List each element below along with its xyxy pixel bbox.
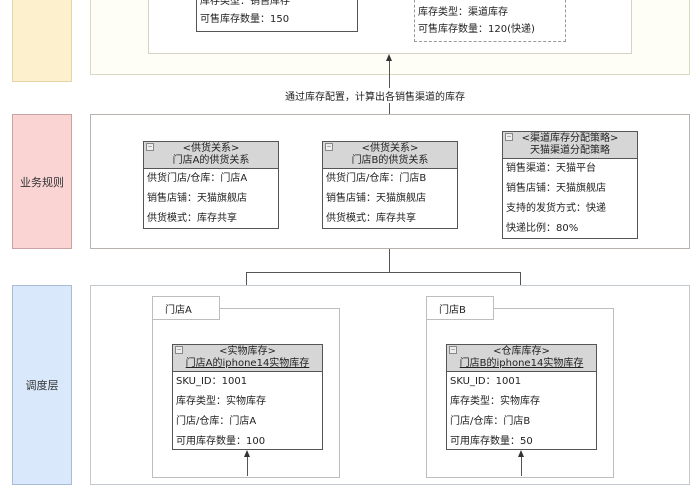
node-row: 销售店铺：天猫旗舰店 — [147, 193, 247, 204]
arrow-up-icon — [386, 54, 392, 61]
connector-line — [247, 456, 248, 476]
supply-relation-a-node[interactable]: − <供货关系> 门店A的供货关系 供货门店/仓库：门店A 销售店铺：天猫旗舰店… — [143, 141, 279, 229]
sales-inventory-node[interactable]: 库存类型：销售库存 可售库存数量：150 — [196, 0, 358, 32]
lane-sales-layer — [12, 0, 72, 82]
lane-scheduling: 调度层 — [12, 285, 72, 485]
node-row: 可售库存数量：150 — [200, 14, 290, 25]
lane-business-rules: 业务规则 — [12, 114, 72, 249]
node-row: 供货模式：库存共享 — [147, 213, 237, 224]
node-stereotype: <仓库库存> — [493, 346, 550, 357]
store-b-inventory-node[interactable]: − <仓库库存> 门店B的iphone14实物库存 SKU_ID：1001 库存… — [446, 344, 597, 450]
collapse-icon[interactable]: − — [146, 143, 154, 151]
node-header: − <供货关系> 门店A的供货关系 — [144, 142, 278, 169]
store-b-tab[interactable]: 门店B — [426, 296, 494, 320]
node-title: 门店B的供货关系 — [351, 155, 429, 166]
node-row: 库存类型：实物库存 — [450, 396, 540, 407]
node-row: 门店/仓库：门店B — [450, 416, 531, 427]
connector-line — [389, 249, 390, 272]
node-header: − <实物库存> 门店A的iphone14实物库存 — [173, 345, 322, 372]
node-stereotype: <实物库存> — [219, 346, 276, 357]
collapse-icon[interactable]: − — [449, 346, 457, 354]
node-row: 销售渠道：天猫平台 — [506, 163, 596, 174]
node-header: − <仓库库存> 门店B的iphone14实物库存 — [447, 345, 596, 372]
arrow-up-icon — [244, 450, 250, 457]
connector-line — [521, 456, 522, 476]
node-title: 门店B的iphone14实物库存 — [459, 358, 584, 369]
connector-line — [389, 60, 390, 114]
node-header: − <渠道库存分配策略> 天猫渠道分配策略 — [503, 132, 637, 159]
node-row: 供货模式：库存共享 — [326, 213, 416, 224]
node-row: 供货门店/仓库：门店A — [147, 173, 248, 184]
node-row: 供货门店/仓库：门店B — [326, 173, 427, 184]
connector-line — [246, 272, 521, 273]
node-row: 可用库存数量：100 — [176, 436, 266, 447]
node-title: 天猫渠道分配策略 — [530, 145, 610, 156]
collapse-icon[interactable]: − — [505, 133, 513, 141]
collapse-icon[interactable]: − — [325, 143, 333, 151]
store-tab-label: 门店B — [439, 304, 466, 316]
node-row: SKU_ID：1001 — [176, 376, 248, 387]
store-a-inventory-node[interactable]: − <实物库存> 门店A的iphone14实物库存 SKU_ID：1001 库存… — [172, 344, 323, 450]
node-row: 快递比例：80% — [506, 223, 579, 234]
node-row: 可售库存数量：120(快递) — [418, 24, 535, 35]
node-row: SKU_ID：1001 — [450, 376, 522, 387]
supply-relation-b-node[interactable]: − <供货关系> 门店B的供货关系 供货门店/仓库：门店B 销售店铺：天猫旗舰店… — [322, 141, 458, 229]
node-title: 门店A的供货关系 — [172, 155, 250, 166]
arrow-up-icon — [518, 450, 524, 457]
node-stereotype: <供货关系> — [182, 143, 240, 154]
node-row: 可用库存数量：50 — [450, 436, 533, 447]
lane-label: 调度层 — [25, 379, 59, 392]
node-row: 库存类型：销售库存 — [200, 0, 290, 7]
node-row: 销售店铺：天猫旗舰店 — [506, 183, 606, 194]
channel-strategy-node[interactable]: − <渠道库存分配策略> 天猫渠道分配策略 销售渠道：天猫平台 销售店铺：天猫旗… — [502, 131, 638, 239]
node-title: 门店A的iphone14实物库存 — [185, 358, 310, 369]
node-row: 支持的发货方式：快递 — [506, 203, 606, 214]
node-row: 销售店铺：天猫旗舰店 — [326, 193, 426, 204]
node-row: 库存类型：实物库存 — [176, 396, 266, 407]
connector-caption: 通过库存配置，计算出各销售渠道的库存 — [283, 88, 467, 103]
node-stereotype: <供货关系> — [361, 143, 419, 154]
store-tab-label: 门店A — [165, 304, 192, 316]
channel-inventory-node[interactable]: 库存类型：渠道库存 可售库存数量：120(快递) — [414, 0, 566, 42]
node-row: 门店/仓库：门店A — [176, 416, 257, 427]
node-row: 库存类型：渠道库存 — [418, 7, 508, 18]
node-header: − <供货关系> 门店B的供货关系 — [323, 142, 457, 169]
collapse-icon[interactable]: − — [175, 346, 183, 354]
node-stereotype: <渠道库存分配策略> — [521, 133, 619, 144]
store-a-tab[interactable]: 门店A — [152, 296, 220, 320]
lane-label: 业务规则 — [20, 175, 64, 189]
